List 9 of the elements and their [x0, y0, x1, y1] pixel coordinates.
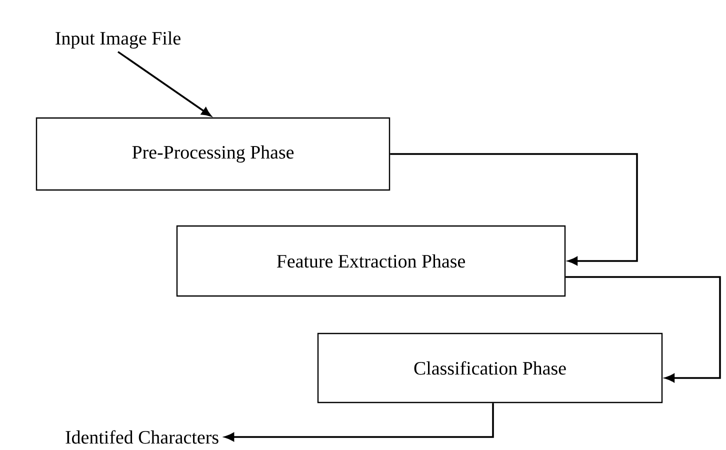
phase-box: Classification Phase [317, 332, 663, 404]
phase-box: Feature Extraction Phase [176, 225, 566, 297]
text-label: Identifed Characters [66, 430, 218, 444]
arrow [390, 153, 638, 266]
text-label: Input Image File [56, 31, 180, 49]
arrow [224, 403, 494, 442]
phase-box: Pre-Processing Phase [36, 117, 390, 191]
arrow [118, 51, 212, 116]
arrow [566, 276, 721, 382]
